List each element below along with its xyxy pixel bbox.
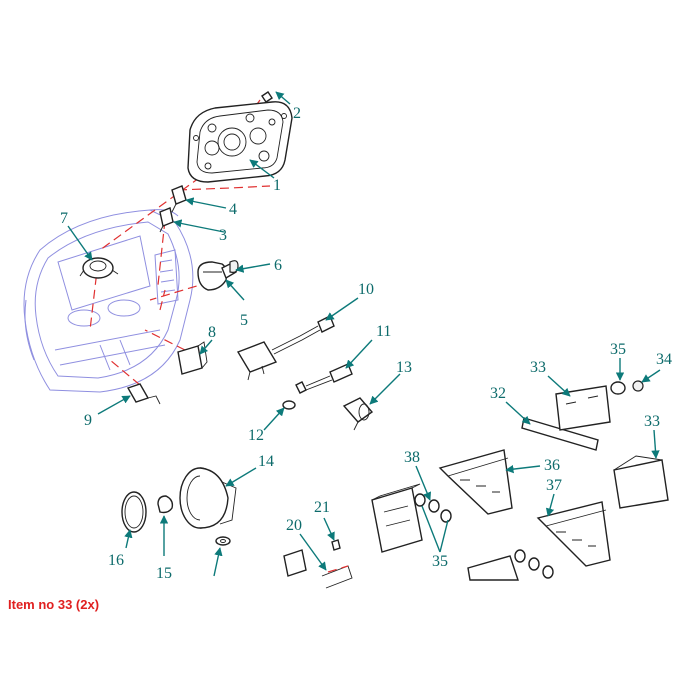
- callout-34: 34: [656, 351, 672, 368]
- callout-9: 9: [84, 412, 92, 429]
- callout-7: 7: [60, 210, 68, 227]
- callout-35-upper: 35: [610, 341, 626, 358]
- callout-13: 13: [396, 359, 412, 376]
- callout-16: 16: [108, 552, 124, 569]
- callout-6: 6: [274, 257, 282, 274]
- callout-32: 32: [490, 385, 506, 402]
- part-8-rocker-switch: [177, 341, 208, 375]
- leader-lines: [67, 91, 661, 577]
- callout-33-lower: 33: [644, 413, 660, 430]
- part-33-bracket-upper: [555, 385, 611, 431]
- part-16-gasket-ring: [121, 491, 147, 533]
- callout-35-lower: 35: [432, 553, 448, 570]
- lamp-lens-lower: [467, 555, 519, 581]
- callout-11: 11: [376, 323, 391, 340]
- callout-14: 14: [258, 453, 274, 470]
- part-6-key: [221, 260, 239, 280]
- part-36-lamp-housing: [438, 449, 513, 515]
- callout-2: 2: [293, 105, 301, 122]
- callout-5: 5: [240, 312, 248, 329]
- part-4-switch: [171, 185, 187, 213]
- dashboard-housing: [23, 209, 194, 393]
- part-12-washer: [282, 400, 296, 410]
- part-1-instrument-cluster: [187, 101, 293, 183]
- callout-labels: 1 2 3 4 5 6 7 8 9 10 11 12 13 14 15 16 2…: [60, 105, 672, 582]
- part-32-bracket: [521, 417, 599, 451]
- part-20-connector: [283, 549, 353, 589]
- part-21-pin: [331, 539, 341, 551]
- part-10-relay-harness: [236, 315, 335, 381]
- callout-36: 36: [544, 457, 560, 474]
- callout-3: 3: [219, 227, 227, 244]
- callout-20: 20: [286, 517, 302, 534]
- part-13-bulb-socket: [342, 397, 374, 431]
- lamp-lens: [371, 483, 423, 553]
- part-37-lamp-housing: [536, 501, 611, 567]
- callout-4: 4: [229, 201, 237, 218]
- callout-8: 8: [208, 324, 216, 341]
- part-3-switch: [159, 207, 174, 233]
- part-2-screw: [261, 91, 273, 103]
- part-7-ignition-switch: [79, 257, 119, 279]
- part-33-bracket-lower: [613, 455, 669, 509]
- callout-1: 1: [273, 177, 281, 194]
- callout-21: 21: [314, 499, 330, 516]
- part-15-bulb: [157, 495, 174, 514]
- callout-10: 10: [358, 281, 374, 298]
- item-caption: Item no 33 (2x): [8, 597, 100, 612]
- washer-small: [215, 536, 231, 546]
- callout-33-upper: 33: [530, 359, 546, 376]
- part-9-sensor: [126, 383, 161, 405]
- callout-15: 15: [156, 565, 172, 582]
- part-35-bulb-upper: [610, 381, 626, 395]
- callout-12: 12: [248, 427, 264, 444]
- part-14-headlight-housing: [179, 467, 237, 529]
- part-5-key-switch: [197, 261, 228, 291]
- callout-38: 38: [404, 449, 420, 466]
- part-11-wire-connector: [295, 363, 353, 394]
- part-34-nut: [632, 380, 644, 392]
- part-38-bulbs: [414, 493, 554, 579]
- callout-37: 37: [546, 477, 562, 494]
